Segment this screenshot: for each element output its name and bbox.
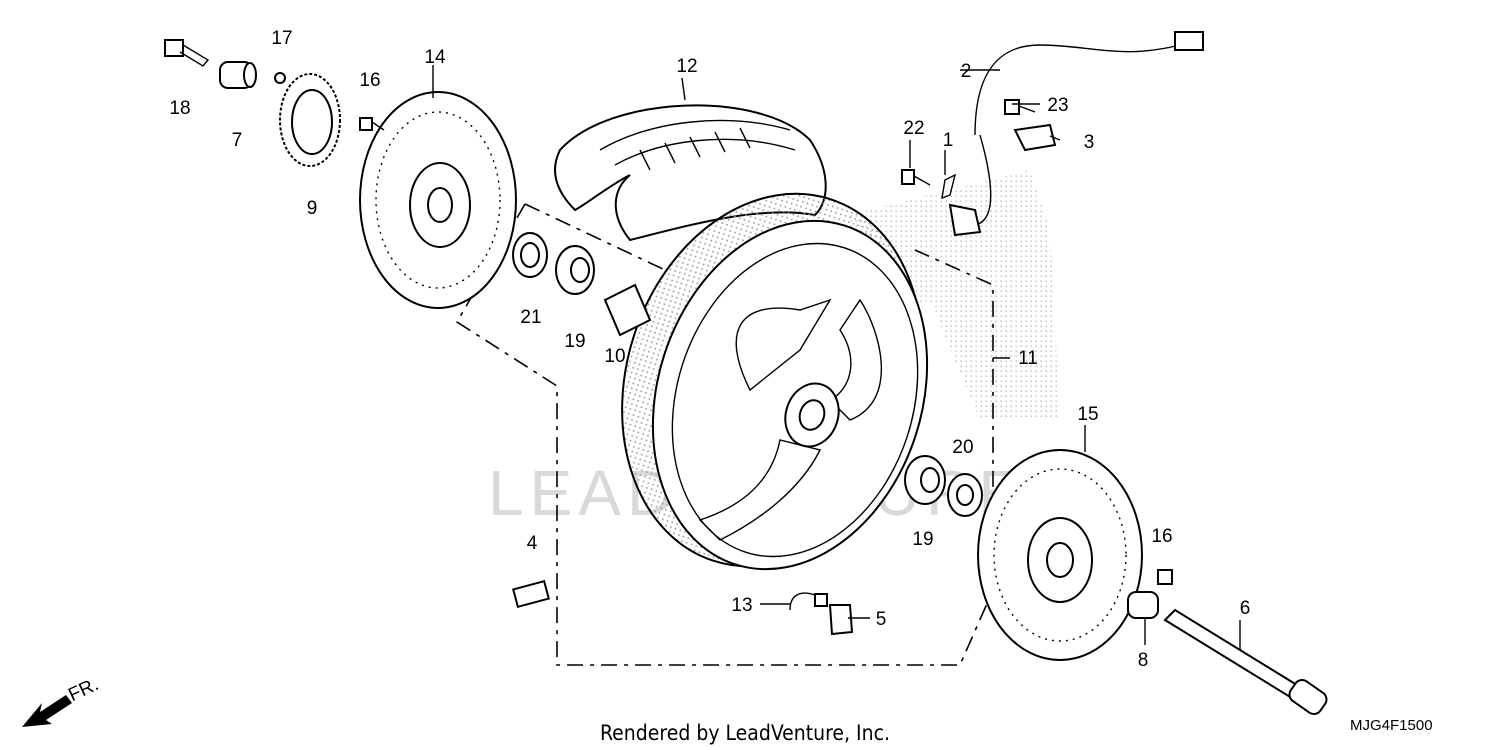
cap-part-5 xyxy=(828,604,854,636)
brake-disc-left xyxy=(359,91,517,309)
diagram-code: MJG4F1500 xyxy=(1350,717,1433,734)
callout-16-right: 16 xyxy=(1151,526,1172,547)
callout-8: 8 xyxy=(1138,650,1149,671)
bearing-part-19-right xyxy=(904,455,946,505)
bolt-part-16-left xyxy=(359,117,385,131)
bearing-part-19-left xyxy=(555,245,595,295)
callouts: 18 7 17 9 16 14 12 21 19 10 2 23 3 22 1 … xyxy=(169,28,1250,671)
valve-part-13 xyxy=(789,592,828,611)
front-direction-arrow: FR. xyxy=(22,674,102,727)
collar-part-8 xyxy=(1127,591,1159,619)
bearing-part-21 xyxy=(512,232,548,278)
screw-part-17 xyxy=(274,72,286,84)
callout-19-left: 19 xyxy=(564,331,585,352)
spacer-part-10 xyxy=(603,283,652,337)
bolt-part-18 xyxy=(164,39,210,67)
callout-15: 15 xyxy=(1077,404,1098,425)
weight-part-4 xyxy=(511,579,551,609)
callout-1: 1 xyxy=(943,130,954,151)
assembly-outline xyxy=(455,203,994,666)
callout-16-left: 16 xyxy=(359,70,380,91)
pulser-ring-part xyxy=(279,73,341,167)
sensor-head xyxy=(948,203,982,237)
callout-19-right: 19 xyxy=(912,529,933,550)
callout-17: 17 xyxy=(271,28,292,49)
callout-7: 7 xyxy=(232,130,243,151)
front-label: FR. xyxy=(65,674,102,706)
collar-part-7 xyxy=(219,61,257,89)
callout-18: 18 xyxy=(169,98,190,119)
seal-part-20 xyxy=(947,473,983,517)
bolt-part-16-right xyxy=(1157,569,1173,585)
callout-3: 3 xyxy=(1084,132,1095,153)
callout-22: 22 xyxy=(903,118,924,139)
callout-9: 9 xyxy=(307,198,318,219)
callout-21: 21 xyxy=(520,307,541,328)
callout-20: 20 xyxy=(952,437,973,458)
bracket-part-3 xyxy=(1013,123,1057,152)
sensor-part-2 xyxy=(974,31,1204,226)
credit-text: Rendered by LeadVenture, Inc. xyxy=(600,721,890,745)
callout-6: 6 xyxy=(1240,598,1251,619)
brake-disc-right xyxy=(977,449,1143,661)
bolt-part-22 xyxy=(901,169,931,186)
callout-10: 10 xyxy=(604,346,625,367)
callout-5: 5 xyxy=(876,609,887,630)
callout-2: 2 xyxy=(961,61,972,82)
callout-4: 4 xyxy=(527,533,538,554)
callout-13: 13 xyxy=(731,595,752,616)
axle-part-6 xyxy=(1163,608,1328,716)
callout-11: 11 xyxy=(1018,348,1038,369)
leader-lines xyxy=(432,65,1241,650)
callout-23: 23 xyxy=(1047,95,1068,116)
bolt-part-23 xyxy=(1004,99,1036,115)
callout-12: 12 xyxy=(676,56,697,77)
clip-part-1 xyxy=(941,173,957,200)
wheel-rim xyxy=(621,192,929,571)
callout-14: 14 xyxy=(424,47,446,68)
